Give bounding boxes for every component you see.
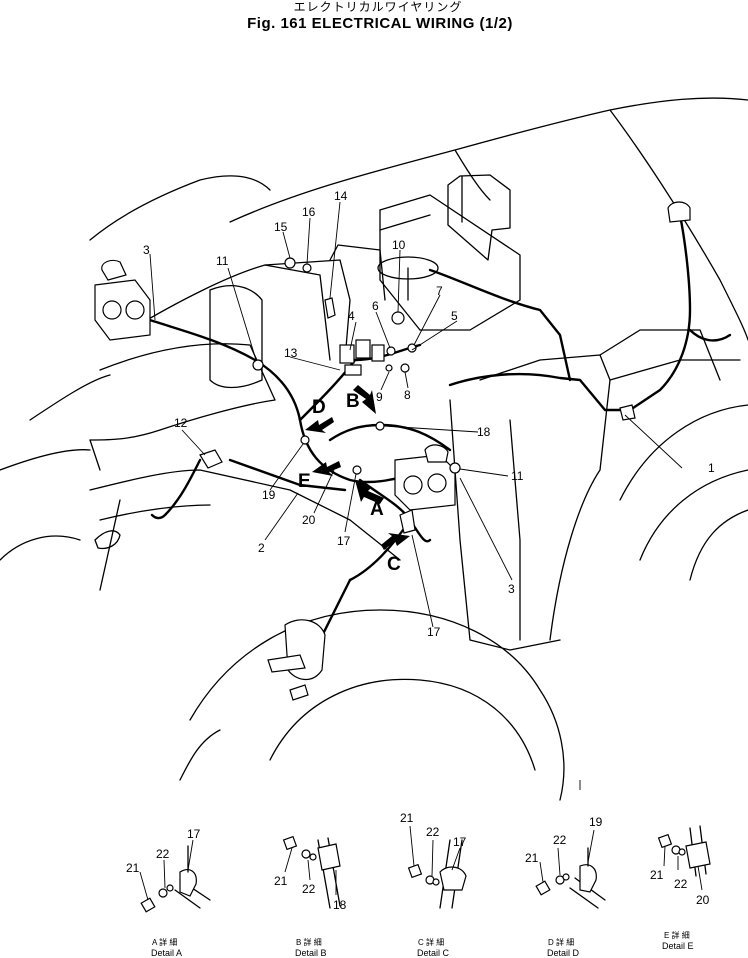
detail-c-label-jp: C 詳 細 xyxy=(418,937,444,947)
part-10 xyxy=(391,311,405,325)
relay-cluster xyxy=(339,339,385,376)
callout-17-lower: 17 xyxy=(427,625,441,639)
detail-c-part-21: 21 xyxy=(400,811,414,825)
callout-12: 12 xyxy=(174,416,188,430)
part-7 xyxy=(407,343,417,353)
callout-7: 7 xyxy=(436,284,443,298)
detail-a-part-21: 21 xyxy=(126,861,140,875)
clamp-11-right xyxy=(449,462,461,474)
callout-numbers: 1 2 3 3 4 5 6 7 8 9 10 11 11 12 13 14 15… xyxy=(143,189,715,639)
callout-11-right: 11 xyxy=(511,469,524,483)
wiring-harness xyxy=(148,213,732,642)
right-lamp-assembly xyxy=(394,444,456,511)
arrow-label-a: A xyxy=(370,499,384,520)
detail-d-label: Detail D xyxy=(547,948,580,958)
detail-a-label: Detail A xyxy=(151,948,182,958)
arrow-label-c: C xyxy=(387,554,401,575)
callout-2: 2 xyxy=(258,541,265,555)
arrow-d xyxy=(305,417,334,433)
part-14 xyxy=(324,297,336,319)
callout-15: 15 xyxy=(274,220,288,234)
detail-e-label-jp: E 詳 細 xyxy=(664,930,690,940)
arrow-b xyxy=(353,385,376,414)
components xyxy=(94,201,691,701)
upper-right-lamp xyxy=(667,201,691,223)
detail-c-part-22: 22 xyxy=(426,825,440,839)
leader-lines xyxy=(149,201,683,628)
callout-3-left: 3 xyxy=(143,243,150,257)
callout-19: 19 xyxy=(262,488,276,502)
detail-b-part-21: 21 xyxy=(274,874,288,888)
callout-6: 6 xyxy=(372,299,379,313)
detail-d: 19 22 21 D 詳 細 Detail D xyxy=(525,815,606,958)
title-english: Fig. 161 ELECTRICAL WIRING (1/2) xyxy=(247,15,513,32)
detail-c-part-17: 17 xyxy=(453,835,467,849)
callout-16: 16 xyxy=(302,205,316,219)
part-15 xyxy=(284,257,296,269)
part-8 xyxy=(400,363,410,373)
callout-5: 5 xyxy=(451,309,458,323)
callout-8: 8 xyxy=(404,388,411,402)
detail-d-label-jp: D 詳 細 xyxy=(548,937,574,947)
arrow-e xyxy=(312,461,341,476)
detail-b: 21 22 18 B 詳 細 Detail B xyxy=(274,835,347,958)
clamp-11-left xyxy=(252,359,264,371)
detail-c: 21 22 17 C 詳 細 Detail C xyxy=(400,811,467,958)
detail-arrows: A B C D E xyxy=(298,385,410,575)
callout-9: 9 xyxy=(376,390,383,404)
callout-11-left: 11 xyxy=(216,254,229,268)
part-16 xyxy=(302,263,312,273)
detail-b-part-22: 22 xyxy=(302,882,316,896)
part-17-lower xyxy=(399,509,416,534)
callout-14: 14 xyxy=(334,189,348,203)
detail-b-label-jp: B 詳 細 xyxy=(296,937,322,947)
callout-1: 1 xyxy=(708,461,715,475)
detail-c-label: Detail C xyxy=(417,948,450,958)
arrow-label-d: D xyxy=(312,397,326,418)
part-9 xyxy=(385,364,393,372)
arrow-label-e: E xyxy=(298,471,311,492)
callout-10: 10 xyxy=(392,238,406,252)
title-japanese: エレクトリカルワイヤリング xyxy=(294,0,463,14)
callout-4: 4 xyxy=(348,309,355,323)
detail-e-part-21: 21 xyxy=(650,868,664,882)
detail-b-part-18: 18 xyxy=(333,898,347,912)
part-1-connector xyxy=(619,404,636,421)
detail-a: 17 22 21 A 詳 細 Detail A xyxy=(126,827,211,958)
detail-e-label: Detail E xyxy=(662,941,694,951)
detail-a-part-17: 17 xyxy=(187,827,201,841)
machine-body-outline xyxy=(0,97,748,801)
arrow-label-b: B xyxy=(346,391,360,412)
detail-b-label: Detail B xyxy=(295,948,327,958)
part-12 xyxy=(199,449,223,469)
arrow-c xyxy=(381,533,410,550)
part-17 xyxy=(352,465,362,475)
part-19 xyxy=(300,435,310,445)
arrow-a xyxy=(355,480,384,504)
callout-18: 18 xyxy=(477,425,491,439)
callout-3-right: 3 xyxy=(508,582,515,596)
detail-a-part-22: 22 xyxy=(156,847,170,861)
callout-20: 20 xyxy=(302,513,316,527)
detail-d-part-22: 22 xyxy=(553,833,567,847)
left-lamp-assembly xyxy=(94,259,151,341)
part-6 xyxy=(386,346,396,356)
detail-e-part-20: 20 xyxy=(696,893,710,907)
detail-a-label-jp: A 詳 細 xyxy=(152,937,177,947)
part-18 xyxy=(375,421,385,431)
front-lamp xyxy=(267,619,326,701)
detail-e: 21 22 20 E 詳 細 Detail E xyxy=(650,825,711,951)
callout-17-mid: 17 xyxy=(337,534,351,548)
detail-e-part-22: 22 xyxy=(674,877,688,891)
detail-d-part-21: 21 xyxy=(525,851,539,865)
detail-d-part-19: 19 xyxy=(589,815,603,829)
callout-13: 13 xyxy=(284,346,298,360)
